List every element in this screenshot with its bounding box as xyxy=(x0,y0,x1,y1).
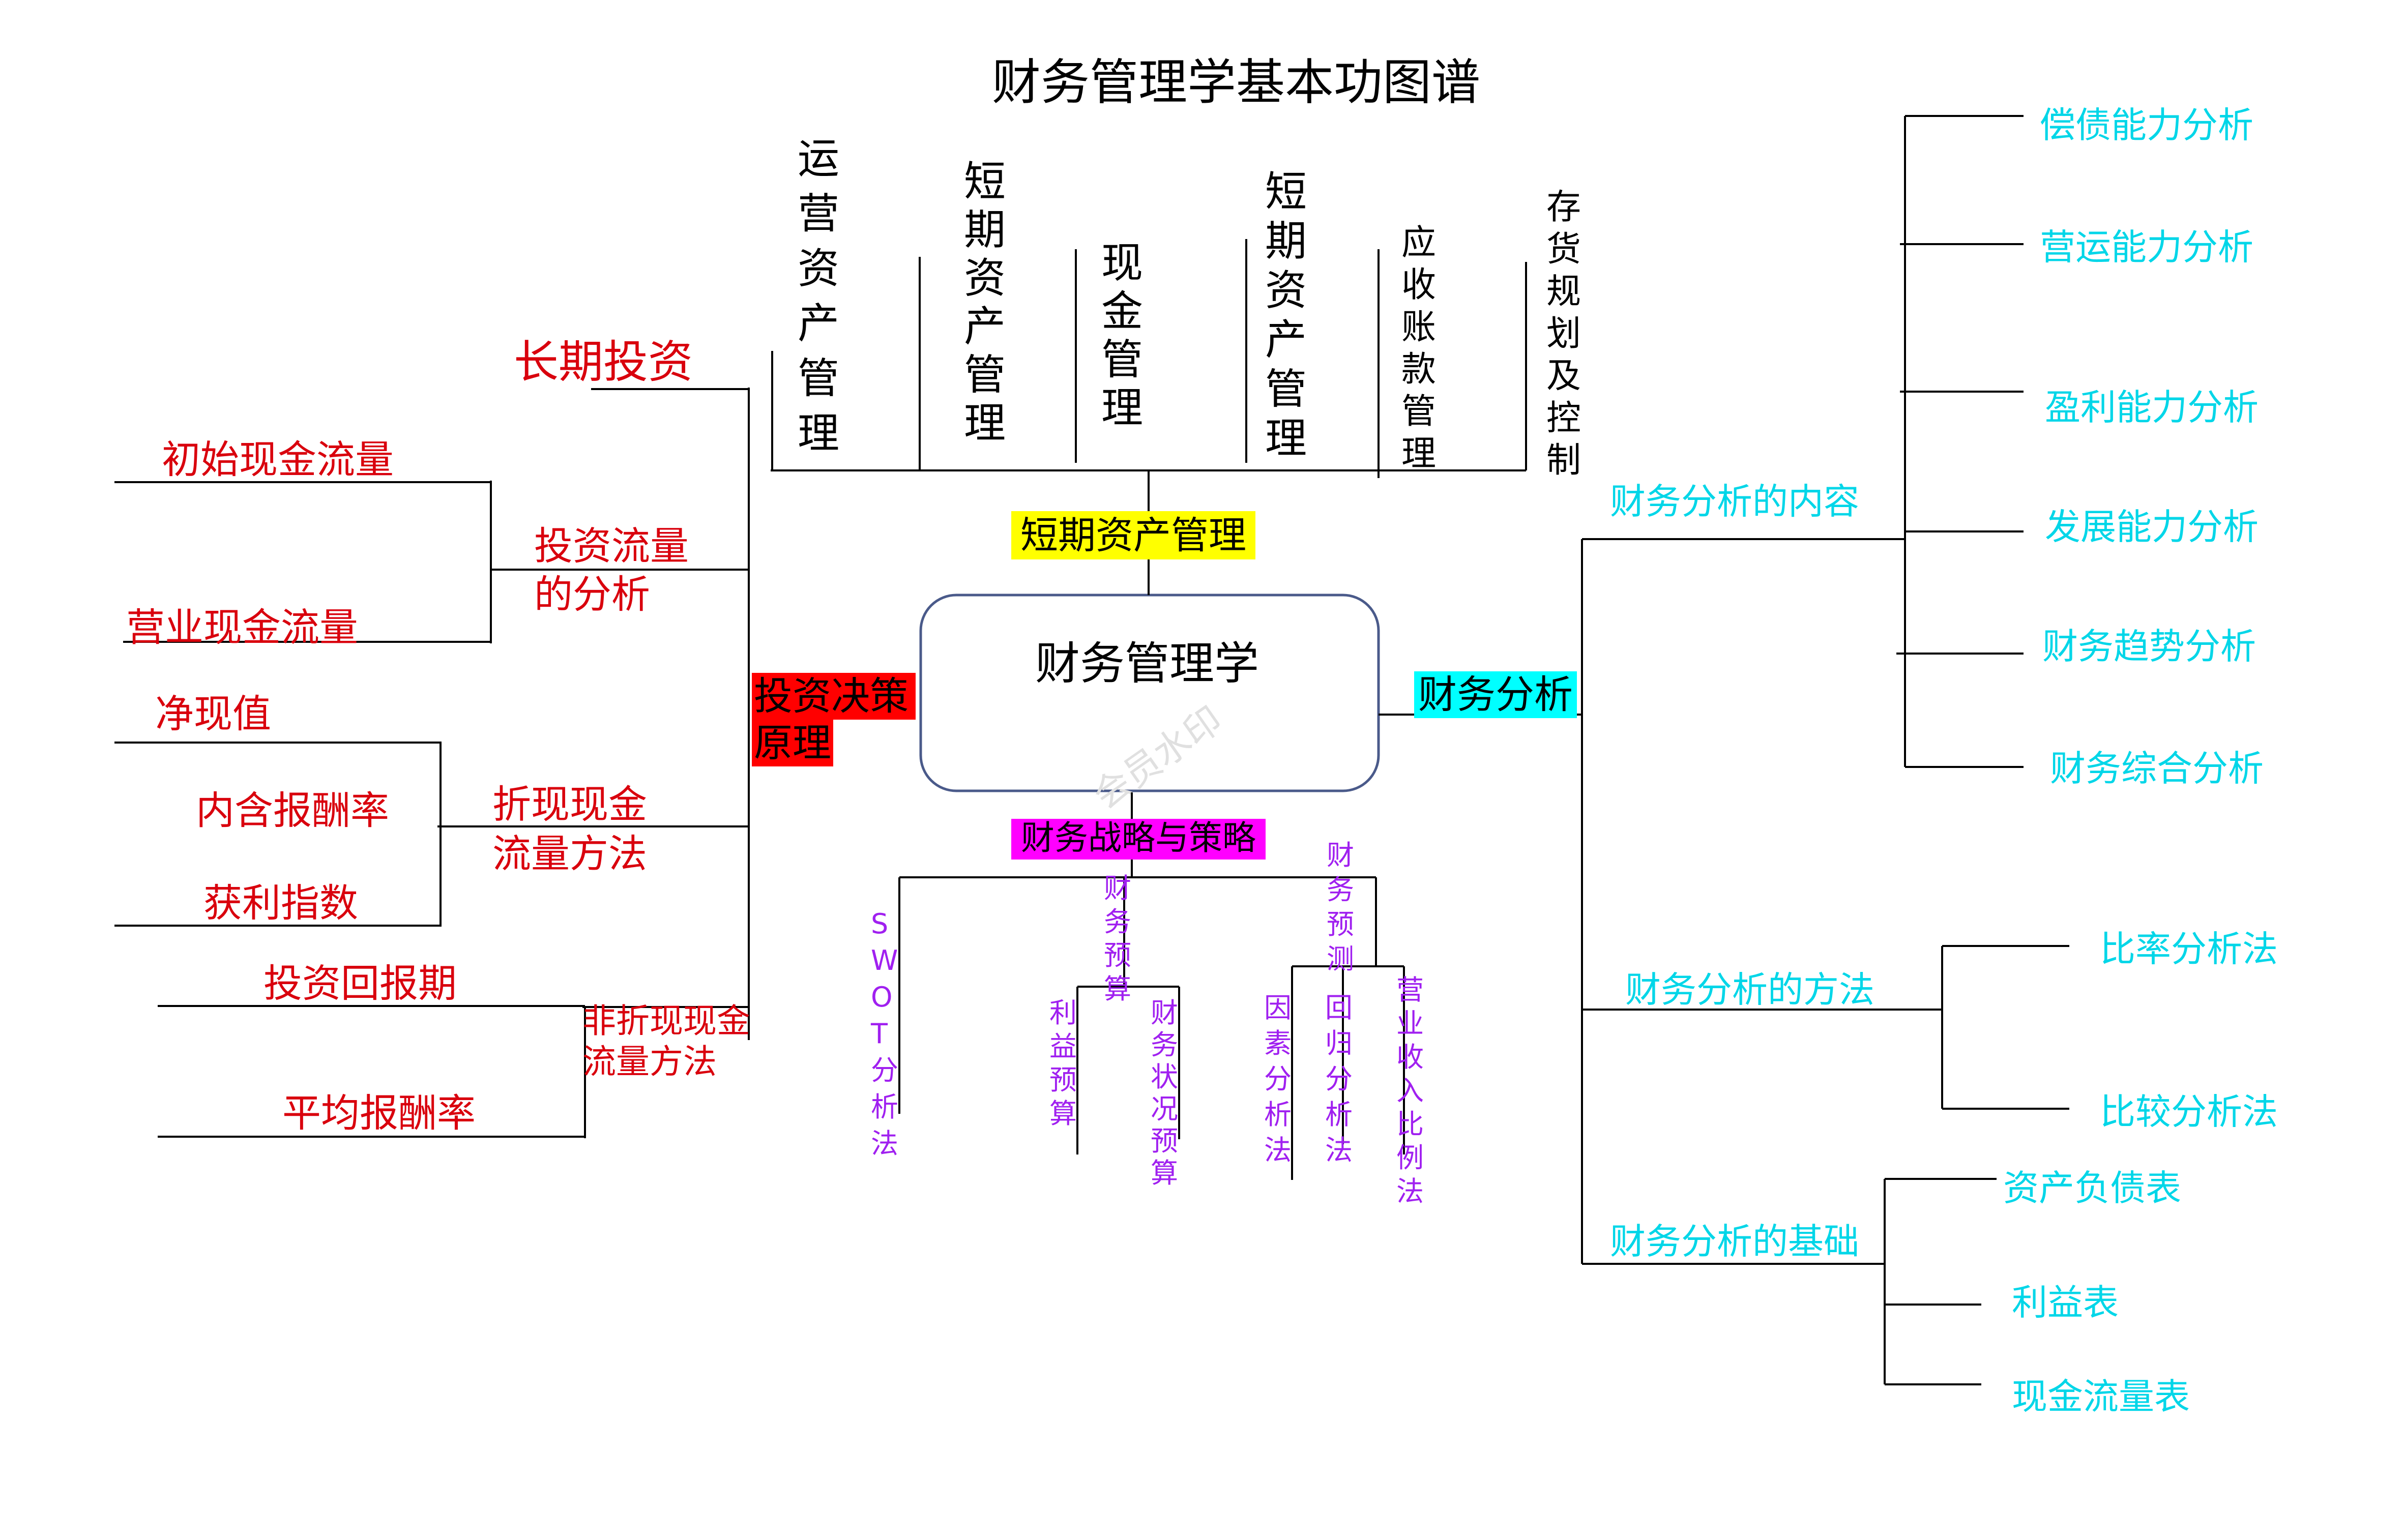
trend-analysis[interactable]: 财务趋势分析 xyxy=(2042,626,2256,667)
profitability-index[interactable]: 获利指数 xyxy=(203,880,358,926)
discounted-line2[interactable]: 流量方法 xyxy=(492,831,647,876)
strategy-label[interactable]: 财务战略与策略 xyxy=(1021,818,1256,857)
payback-period[interactable]: 投资回报期 xyxy=(263,961,457,1006)
investment-label-bg-2 xyxy=(752,720,833,766)
short-term-item-short-term-assets-1[interactable]: 短期资产管理 xyxy=(964,158,1006,448)
flow-analysis-line2[interactable]: 的分析 xyxy=(534,572,650,617)
operating-capacity-analysis[interactable]: 营运能力分析 xyxy=(2040,226,2253,268)
non-discounted-line2[interactable]: 流量方法 xyxy=(582,1042,717,1081)
factor-analysis[interactable]: 因素分析法 xyxy=(1264,992,1292,1166)
solvency-analysis[interactable]: 偿债能力分析 xyxy=(2040,104,2253,146)
short-term-label-bg xyxy=(1011,511,1255,559)
regression-analysis[interactable]: 回归分析法 xyxy=(1325,992,1353,1166)
short-term-item-inventory[interactable]: 存货规划及控制 xyxy=(1546,187,1581,481)
comprehensive-analysis[interactable]: 财务综合分析 xyxy=(2050,748,2264,789)
short-term-item-cash[interactable]: 现金管理 xyxy=(1101,239,1143,432)
strategy-branch xyxy=(898,792,1405,1180)
income-statement[interactable]: 利益表 xyxy=(2012,1282,2119,1323)
cash-flow-statement[interactable]: 现金流量表 xyxy=(2012,1376,2190,1417)
short-term-item-short-term-assets-2[interactable]: 短期资产管理 xyxy=(1265,168,1307,463)
analysis-label[interactable]: 财务分析 xyxy=(1418,672,1573,717)
profit-budget[interactable]: 利益预算 xyxy=(1049,997,1077,1130)
analysis-branch xyxy=(1379,115,2069,1385)
irr[interactable]: 内含报酬率 xyxy=(196,788,389,833)
revenue-ratio-method[interactable]: 营业收入比例法 xyxy=(1396,974,1424,1207)
short-term-item-operating-assets[interactable]: 运营资产管理 xyxy=(798,135,839,458)
analysis-label-bg xyxy=(1414,671,1577,718)
analysis-content-label[interactable]: 财务分析的内容 xyxy=(1610,481,1859,522)
diagram-title: 财务管理学基本功图谱 xyxy=(992,54,1480,111)
profitability-analysis[interactable]: 盈利能力分析 xyxy=(2045,387,2259,428)
comparative-analysis[interactable]: 比较分析法 xyxy=(2100,1091,2278,1133)
investment-label-bg-1 xyxy=(752,673,916,720)
short-term-label[interactable]: 短期资产管理 xyxy=(1020,514,1246,557)
financial-forecast[interactable]: 财务预测 xyxy=(1327,839,1354,975)
non-discounted-line1[interactable]: 非折现现金 xyxy=(582,1001,750,1041)
analysis-basis-label[interactable]: 财务分析的基础 xyxy=(1610,1221,1859,1262)
investment-branch xyxy=(114,388,750,1138)
center-node-label: 财务管理学 xyxy=(1035,637,1259,690)
average-return-rate[interactable]: 平均报酬率 xyxy=(282,1090,476,1136)
npv[interactable]: 净现值 xyxy=(155,691,271,736)
development-analysis[interactable]: 发展能力分析 xyxy=(2045,506,2259,548)
balance-sheet[interactable]: 资产负债表 xyxy=(2003,1167,2181,1209)
discounted-line1[interactable]: 折现现金 xyxy=(492,782,647,827)
short-term-branch xyxy=(771,239,1527,595)
analysis-methods-label[interactable]: 财务分析的方法 xyxy=(1625,969,1874,1011)
financial-status-budget[interactable]: 财务状况预算 xyxy=(1151,997,1178,1189)
investment-label-line2[interactable]: 原理 xyxy=(754,720,831,765)
operating-cash-flow[interactable]: 营业现金流量 xyxy=(126,605,358,650)
long-term-investment[interactable]: 长期投资 xyxy=(514,336,693,388)
initial-cash-flow[interactable]: 初始现金流量 xyxy=(162,437,394,482)
flow-analysis-line1[interactable]: 投资流量 xyxy=(534,523,689,569)
strategy-label-bg xyxy=(1011,819,1266,860)
investment-label-line1[interactable]: 投资决策 xyxy=(754,673,909,719)
ratio-analysis[interactable]: 比率分析法 xyxy=(2100,928,2278,970)
financial-budget[interactable]: 财务预算 xyxy=(1104,872,1131,1005)
short-term-item-receivables[interactable]: 应收账款管理 xyxy=(1401,223,1436,474)
